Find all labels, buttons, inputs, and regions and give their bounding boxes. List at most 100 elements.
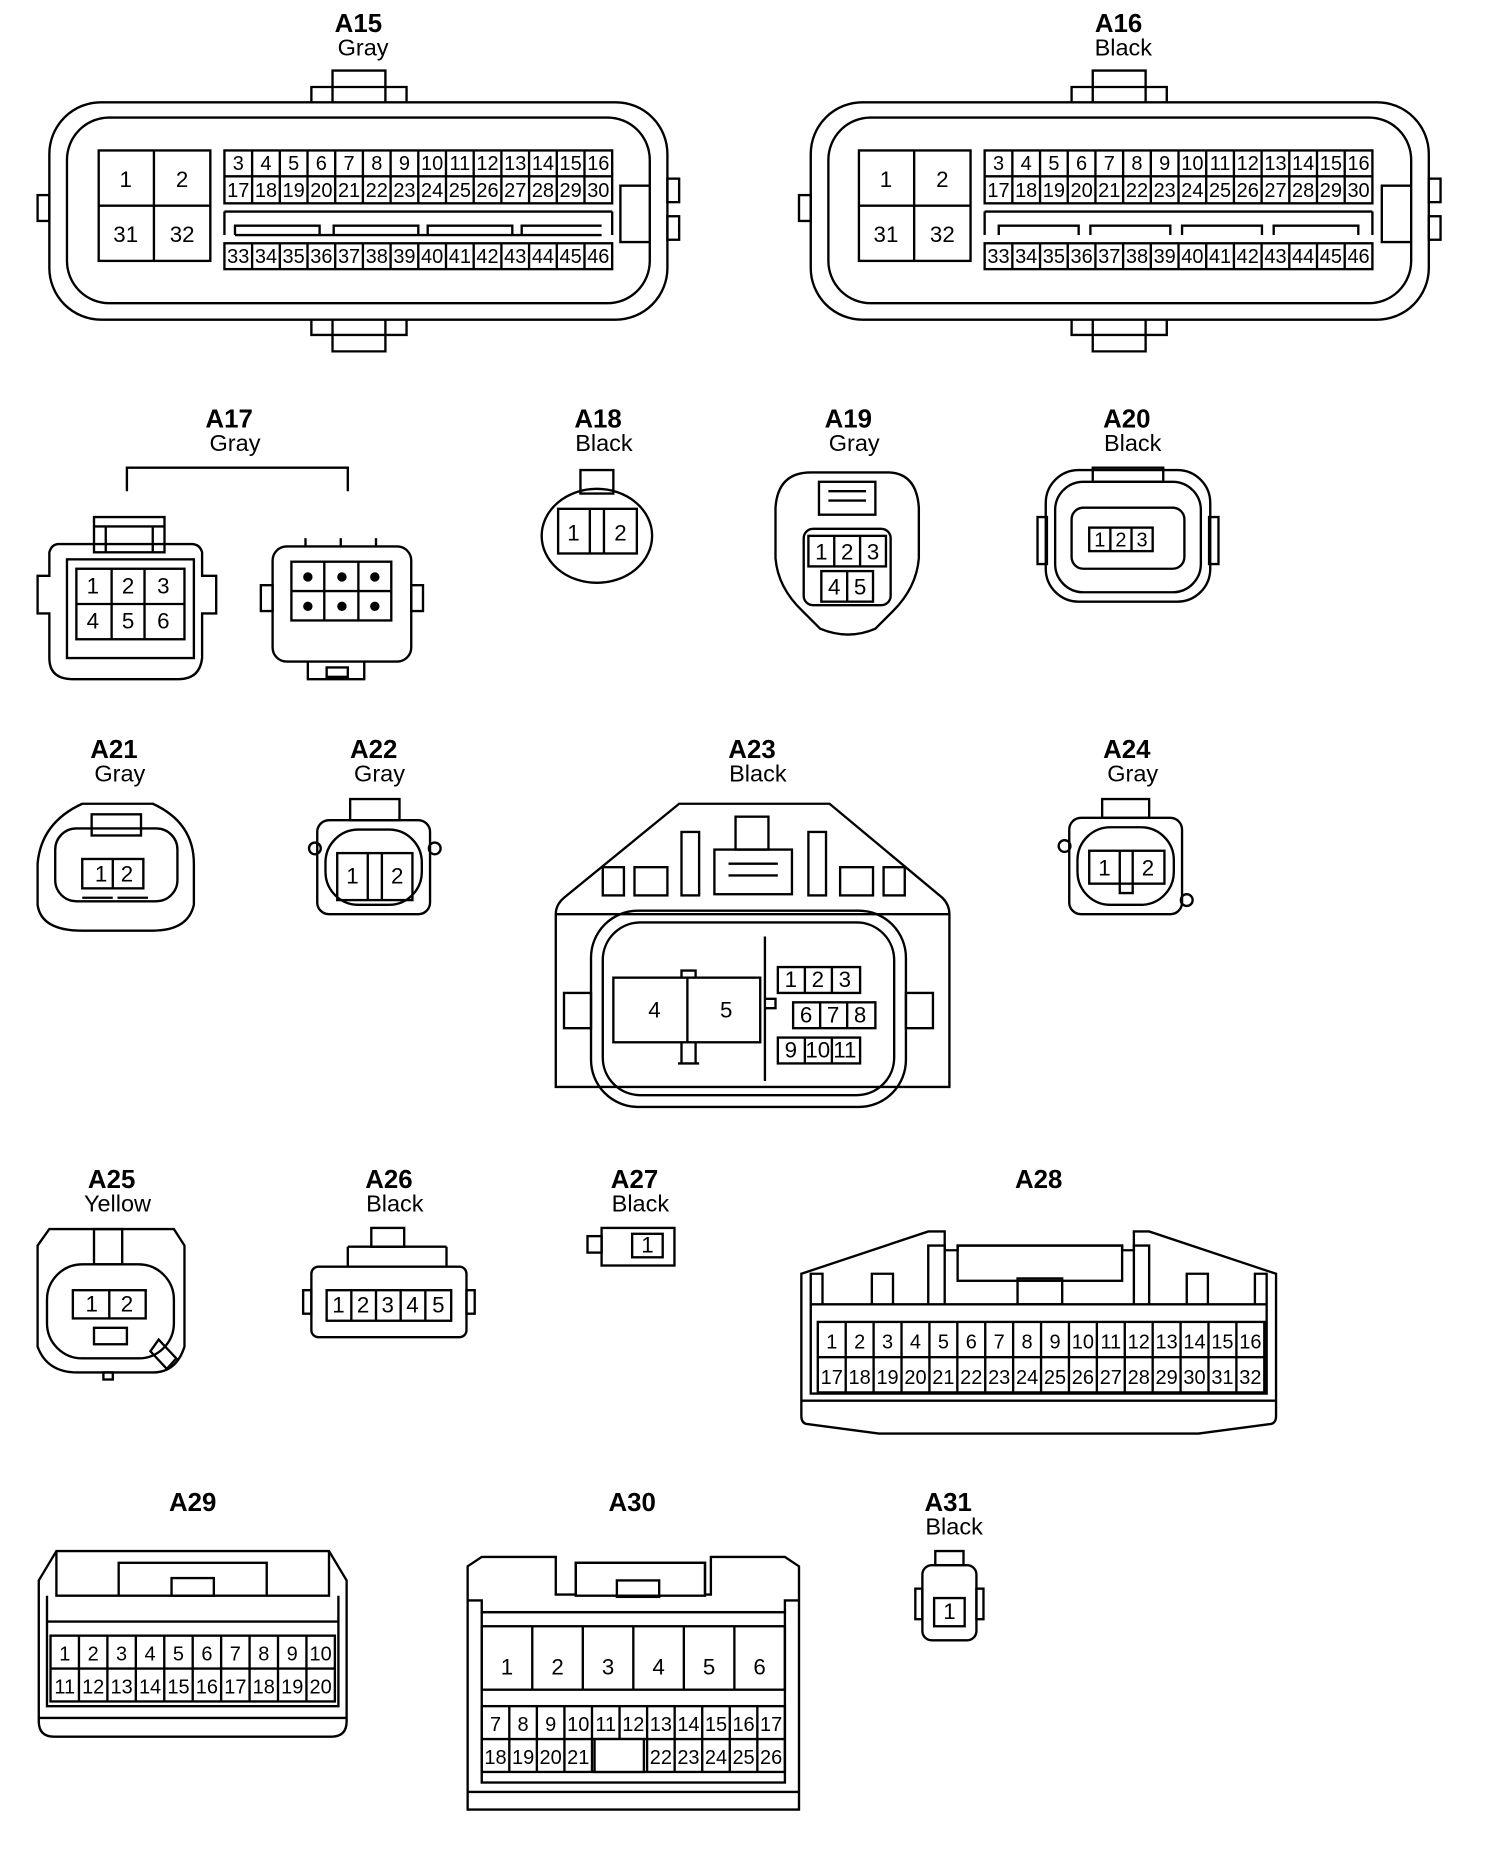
pin-label: 5 bbox=[432, 1293, 444, 1318]
pin-label: 3 bbox=[839, 967, 851, 992]
pin-label: 3 bbox=[1137, 529, 1148, 551]
connector-id: A31 bbox=[925, 1489, 972, 1517]
connector-id: A22 bbox=[350, 736, 397, 764]
pin-label: 2 bbox=[1142, 855, 1154, 880]
pin-label: 5 bbox=[938, 1332, 949, 1354]
pin-label: 30 bbox=[587, 180, 609, 202]
pin-label: 15 bbox=[560, 153, 582, 175]
connector-a19: A19 Gray 1 2 3 4 5 bbox=[774, 406, 921, 636]
connector-id: A20 bbox=[1103, 406, 1150, 434]
pin-label: 30 bbox=[1347, 180, 1369, 202]
pin-label: 35 bbox=[1043, 246, 1065, 268]
pin-label: 38 bbox=[366, 246, 388, 268]
connector-color: Gray bbox=[1107, 760, 1158, 786]
pin-label: 1 bbox=[87, 573, 99, 598]
pin-label: 7 bbox=[344, 153, 355, 175]
pin-label: 4 bbox=[648, 998, 660, 1023]
pin-label: 23 bbox=[988, 1367, 1010, 1389]
pin-label: 5 bbox=[122, 609, 134, 634]
pin-label: 2 bbox=[391, 864, 403, 889]
pin-label: 13 bbox=[1156, 1332, 1178, 1354]
pin-label: 6 bbox=[1076, 153, 1087, 175]
pin-label: 31 bbox=[874, 222, 899, 247]
pin-label: 6 bbox=[316, 153, 327, 175]
pin-label: 31 bbox=[113, 222, 138, 247]
pin-label: 13 bbox=[1264, 153, 1286, 175]
connector-a21: A21 Gray 1 2 bbox=[36, 736, 196, 932]
pin-label: 19 bbox=[876, 1367, 898, 1389]
pin-label: 37 bbox=[1098, 246, 1120, 268]
pin-label: 41 bbox=[449, 246, 471, 268]
pin-label: 45 bbox=[560, 246, 582, 268]
pin-label: 1 bbox=[785, 967, 797, 992]
pin-label: 2 bbox=[88, 1644, 99, 1666]
pin-label: 27 bbox=[1264, 180, 1286, 202]
pin-label: 8 bbox=[371, 153, 382, 175]
pin-label: 25 bbox=[1209, 180, 1231, 202]
connector-id: A17 bbox=[205, 406, 252, 434]
pin-label: 6 bbox=[753, 1654, 765, 1679]
pin-label: 36 bbox=[1070, 246, 1092, 268]
pin-label: 19 bbox=[283, 180, 305, 202]
pin-label: 45 bbox=[1320, 246, 1342, 268]
pin-label: 28 bbox=[532, 180, 554, 202]
pin-label: 24 bbox=[705, 1747, 727, 1769]
pin-label: 18 bbox=[484, 1747, 506, 1769]
pin-label: 2 bbox=[841, 539, 853, 564]
pin-label: 44 bbox=[1292, 246, 1314, 268]
pin-label: 16 bbox=[732, 1714, 754, 1736]
pin-label: 10 bbox=[1181, 153, 1203, 175]
pin-label: 17 bbox=[987, 180, 1009, 202]
pin-label: 34 bbox=[1015, 246, 1037, 268]
pin-label: 1 bbox=[880, 167, 892, 192]
pin-label: 43 bbox=[504, 246, 526, 268]
pin-label: 10 bbox=[1072, 1332, 1094, 1354]
pin-label: 42 bbox=[476, 246, 498, 268]
pin-label: 5 bbox=[854, 575, 866, 600]
pin-label: 4 bbox=[87, 609, 99, 634]
pin-label: 26 bbox=[760, 1747, 782, 1769]
pin-label: 9 bbox=[1159, 153, 1170, 175]
pin-label: 18 bbox=[1015, 180, 1037, 202]
connector-a24: A24 Gray 1 2 bbox=[1057, 736, 1194, 916]
pin-label: 42 bbox=[1237, 246, 1259, 268]
connector-color: Gray bbox=[829, 430, 880, 456]
pin-label: 7 bbox=[490, 1714, 501, 1736]
connector-a20: A20 Black 1 2 3 bbox=[1036, 406, 1220, 603]
connector-id: A25 bbox=[88, 1166, 135, 1194]
pin-label: 20 bbox=[904, 1367, 926, 1389]
pin-label: 2 bbox=[357, 1293, 369, 1318]
connector-color: Yellow bbox=[84, 1190, 152, 1216]
pin-label: 27 bbox=[1100, 1367, 1122, 1389]
pin-label: 7 bbox=[230, 1644, 241, 1666]
pin-label: 1 bbox=[501, 1654, 513, 1679]
pin-label: 1 bbox=[815, 539, 827, 564]
pin-label: 26 bbox=[1237, 180, 1259, 202]
pin-label: 23 bbox=[677, 1747, 699, 1769]
pin-label: 28 bbox=[1292, 180, 1314, 202]
pin-label: 34 bbox=[255, 246, 277, 268]
pin-label: 11 bbox=[449, 153, 470, 175]
pin-label: 25 bbox=[449, 180, 471, 202]
pin-label: 4 bbox=[910, 1332, 921, 1354]
pin-label: 21 bbox=[1098, 180, 1120, 202]
pin-label: 35 bbox=[283, 246, 305, 268]
pin-label: 2 bbox=[176, 167, 188, 192]
pin-label: 11 bbox=[1210, 153, 1231, 175]
pin-label: 14 bbox=[677, 1714, 699, 1736]
pin-label: 18 bbox=[255, 180, 277, 202]
pin-label: 1 bbox=[943, 1599, 955, 1624]
pin-label: 23 bbox=[1154, 180, 1176, 202]
connector-color: Black bbox=[1104, 430, 1162, 456]
pin-label: 19 bbox=[1043, 180, 1065, 202]
pin-label: 2 bbox=[551, 1654, 563, 1679]
pin-label: 8 bbox=[1022, 1332, 1033, 1354]
pin-label: 46 bbox=[587, 246, 609, 268]
connector-a27: A27 Black 1 bbox=[586, 1166, 676, 1267]
pin-label: 1 bbox=[95, 861, 107, 886]
pin-label: 22 bbox=[366, 180, 388, 202]
pin-label: 20 bbox=[1070, 180, 1092, 202]
